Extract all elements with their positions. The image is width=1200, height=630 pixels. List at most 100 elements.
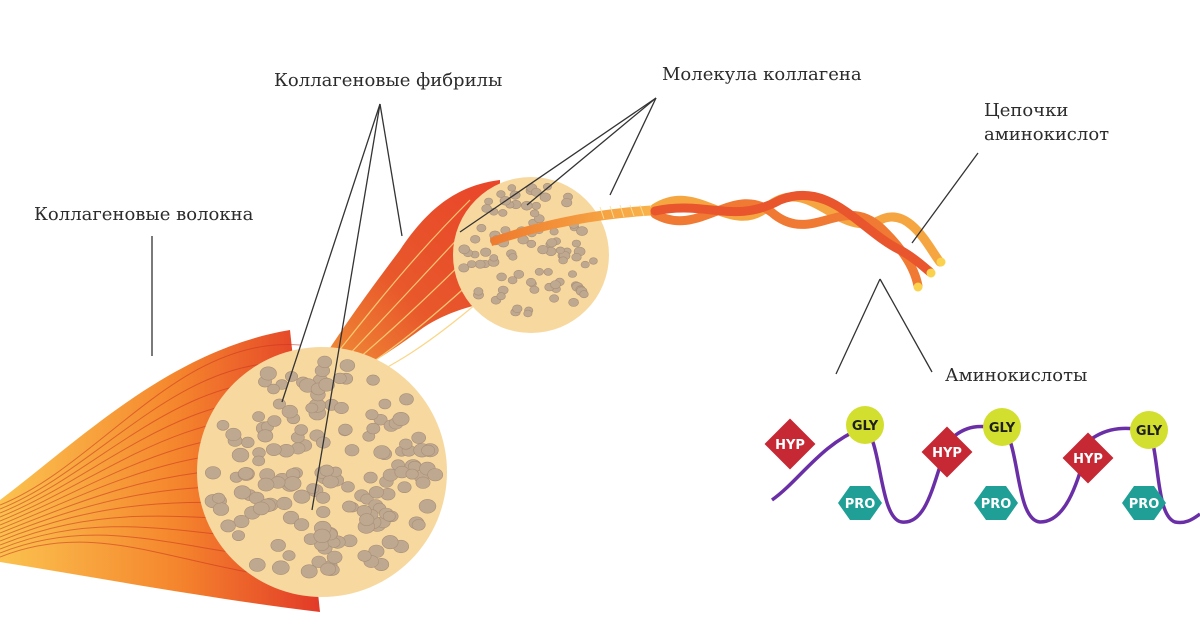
- fibril-dot: [252, 455, 266, 467]
- hyp-label: HYP: [1073, 452, 1103, 467]
- fibril-dot: [427, 468, 444, 482]
- fibril-dot: [537, 245, 549, 255]
- fibril-dot: [334, 401, 349, 414]
- hyp-label: HYP: [932, 446, 962, 461]
- fibril-dot: [233, 485, 251, 500]
- fibril-cross-section: [453, 177, 609, 333]
- label-chains-line2: аминокислот: [984, 124, 1109, 145]
- fibril-dot: [366, 422, 381, 435]
- fibril-dot: [507, 276, 518, 285]
- fibril-dot: [399, 438, 413, 450]
- triple-helix: [650, 190, 946, 292]
- fibril-dot: [216, 419, 230, 431]
- fibril-dot: [282, 550, 296, 561]
- fibril-dot: [319, 464, 334, 477]
- fibril-dot: [232, 530, 246, 541]
- fibril-dot: [489, 254, 499, 262]
- fibril-dot: [378, 398, 392, 410]
- fibril-dot: [512, 304, 523, 313]
- fibril-dot: [542, 183, 552, 191]
- fibril-dot: [508, 253, 518, 261]
- fibril-dot: [231, 447, 250, 463]
- fibril-dot: [568, 297, 579, 307]
- peptide-backbone: [770, 424, 1200, 525]
- fibril-dot: [233, 514, 250, 528]
- fibril-dot: [529, 285, 540, 294]
- fibril-dot: [411, 519, 426, 531]
- gly-circle: [846, 406, 884, 444]
- fibril-dot: [513, 269, 525, 279]
- fibril-dot: [579, 290, 589, 299]
- residue-group-3: HYP GLY PRO: [1062, 411, 1168, 520]
- fibril-dot: [257, 477, 275, 492]
- fibril-dot: [415, 476, 431, 489]
- fibril-dot: [294, 518, 310, 531]
- fibril-dot: [293, 489, 311, 504]
- hyp-diamond: [1062, 432, 1114, 484]
- fibril-dot: [339, 359, 356, 372]
- fibril-dot: [480, 247, 492, 257]
- fibril-dot: [212, 502, 230, 516]
- gly-label: GLY: [989, 421, 1016, 436]
- residue-group-1: HYP GLY PRO: [764, 406, 884, 520]
- fibril-dot: [531, 201, 541, 210]
- fibril-dot: [498, 209, 508, 217]
- collagen-molecule-rope: [490, 204, 660, 246]
- fibril-dot: [316, 506, 331, 518]
- fibril-dot: [484, 197, 493, 206]
- fibril-dot: [267, 415, 282, 427]
- amino-acid-chain: HYP GLY PRO HYP GLY PRO HYP GLY PRO: [764, 406, 1200, 525]
- fibril-dot: [543, 268, 553, 276]
- fibril-dot: [496, 190, 506, 198]
- fibril-dot: [212, 492, 226, 504]
- fibril-dot: [281, 404, 298, 419]
- fibril-dot: [257, 429, 274, 443]
- fibril-dot: [326, 550, 343, 564]
- fibril-dot: [342, 500, 357, 513]
- fiber-strand: [0, 361, 301, 510]
- fibril-dot: [558, 256, 568, 265]
- fibril-dot: [318, 377, 335, 392]
- fibril-dot: [473, 287, 484, 296]
- fibril-dot: [525, 278, 536, 287]
- pro-hexagon: [1122, 486, 1166, 520]
- fibril-dot: [225, 427, 242, 442]
- fibril-dot: [248, 558, 266, 572]
- fibril-dot: [567, 270, 577, 278]
- fibril-dot: [397, 481, 412, 494]
- fibril-dot: [333, 372, 347, 385]
- fibril-dot: [252, 411, 265, 422]
- fibril-dot: [589, 257, 598, 265]
- fiber-cross-section: [197, 347, 447, 597]
- fibril-dot: [458, 263, 470, 273]
- fibril-dot: [580, 260, 590, 269]
- fibril-dot: [382, 510, 396, 522]
- pro-hexagon: [974, 486, 1018, 520]
- fibril-dot: [381, 535, 399, 550]
- fibril-dot: [294, 424, 309, 436]
- fibril-dot: [282, 510, 300, 525]
- fibril-dot: [315, 491, 331, 504]
- fibril-dot: [313, 528, 331, 544]
- fibril-dot: [546, 238, 558, 248]
- hyp-diamond: [764, 418, 816, 470]
- gly-circle: [983, 408, 1021, 446]
- fibril-dot: [365, 409, 379, 420]
- fibril-dot: [267, 383, 280, 395]
- fiber-strand: [0, 344, 301, 506]
- label-collagen-molecule: Молекула коллагена: [662, 64, 862, 85]
- fibril-dot: [305, 402, 319, 414]
- fibril-dot: [523, 309, 533, 318]
- fibril-dot: [392, 411, 410, 426]
- fibril-dot: [470, 235, 481, 244]
- fibril-dot: [576, 226, 588, 236]
- fibril-dot: [357, 550, 372, 562]
- fibril-dot: [220, 519, 236, 533]
- fibril-dot: [205, 466, 222, 480]
- fibril-dot: [241, 436, 255, 449]
- fibril-dot: [496, 272, 507, 282]
- gly-label: GLY: [1136, 424, 1163, 439]
- fibril-dot: [481, 204, 492, 213]
- fibril-dot: [476, 224, 487, 233]
